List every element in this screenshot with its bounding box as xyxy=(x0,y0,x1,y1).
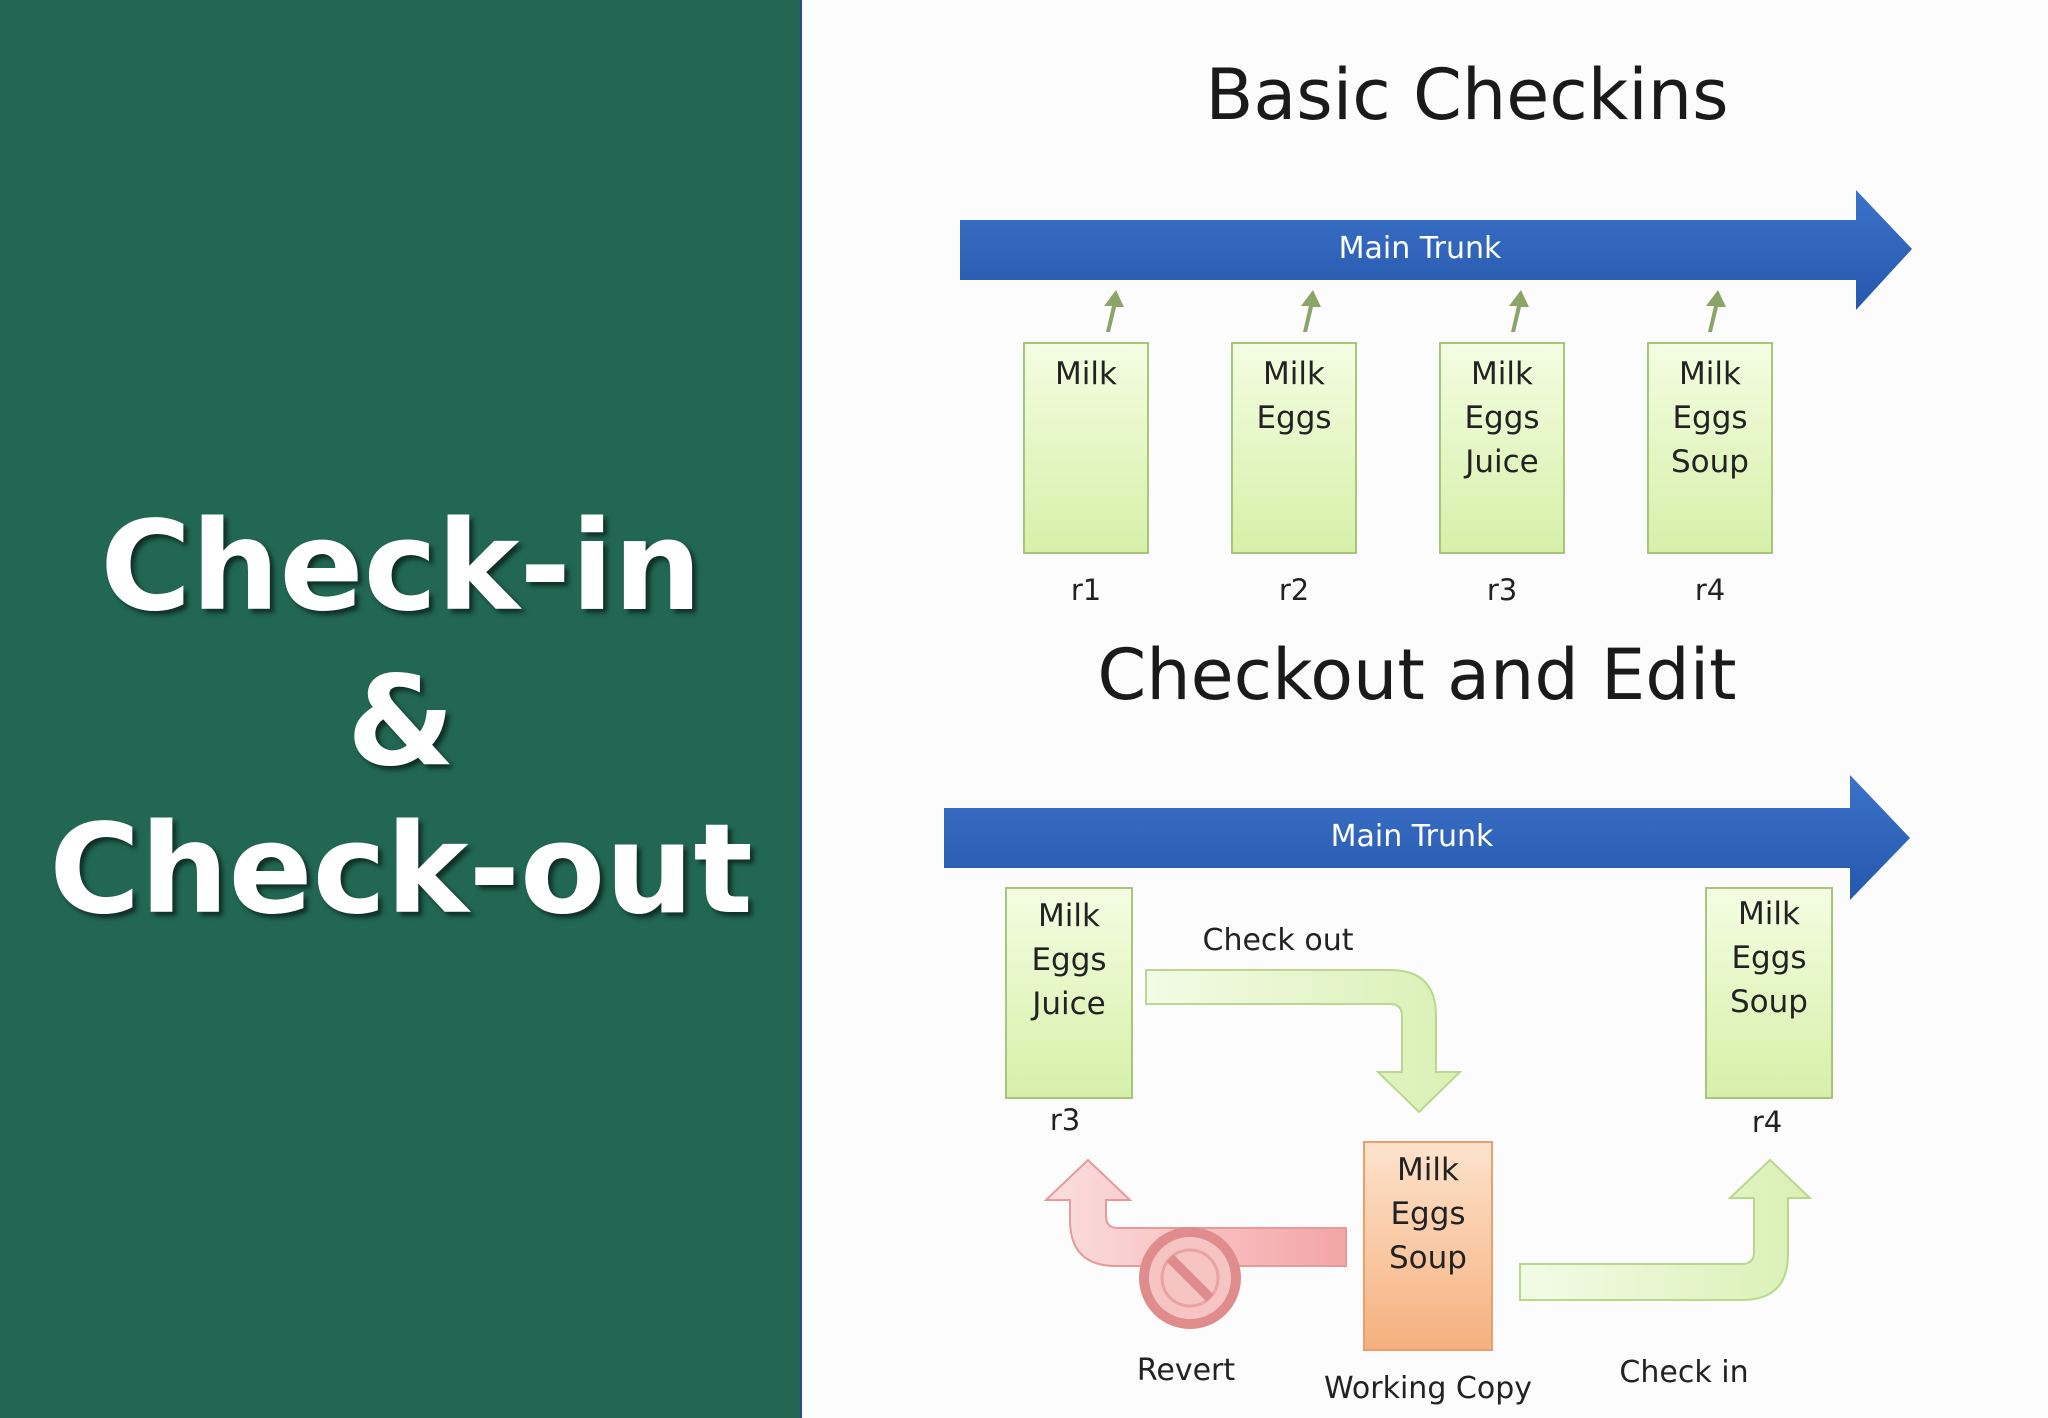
r3-item: Eggs xyxy=(1464,400,1539,436)
bottom-revision-box-r3: Milk Eggs Juice r3 xyxy=(1005,887,1133,1137)
prohibited-icon xyxy=(1139,1227,1241,1329)
r2-label: r2 xyxy=(1279,573,1309,607)
checkout-edit-heading: Checkout and Edit xyxy=(1097,634,1737,716)
right-rev-item: Eggs xyxy=(1731,940,1806,976)
top-trunk-label: Main Trunk xyxy=(1339,231,1502,266)
r4-item: Eggs xyxy=(1672,400,1747,436)
checkin-arrow-r4 xyxy=(1706,290,1726,332)
r3-item: Milk xyxy=(1471,356,1533,392)
working-copy-box: Milk Eggs Soup Working Copy xyxy=(1324,1141,1532,1406)
title-panel: Check-in & Check-out xyxy=(0,0,802,1418)
right-rev-label: r4 xyxy=(1752,1105,1782,1139)
checkin-arrow-r2 xyxy=(1301,290,1321,332)
checkin-label: Check in xyxy=(1619,1355,1748,1390)
working-copy-item: Eggs xyxy=(1390,1196,1465,1232)
basic-checkins-heading: Basic Checkins xyxy=(1205,54,1729,136)
revert-arrow: Revert xyxy=(1043,1158,1347,1388)
left-rev-item: Milk xyxy=(1038,898,1100,934)
bottom-trunk-label: Main Trunk xyxy=(1331,819,1494,854)
r3-label: r3 xyxy=(1487,573,1517,607)
working-copy-item: Milk xyxy=(1397,1152,1459,1188)
checkout-arrow: Check out xyxy=(1145,923,1463,1114)
revision-box-r4: Milk Eggs Soup r4 xyxy=(1647,342,1773,607)
revert-label: Revert xyxy=(1137,1353,1235,1388)
working-copy-label: Working Copy xyxy=(1324,1371,1532,1406)
left-rev-item: Juice xyxy=(1030,986,1106,1022)
left-rev-item: Eggs xyxy=(1031,942,1106,978)
title-line-ampersand: & xyxy=(346,650,456,794)
r3-item: Juice xyxy=(1463,444,1539,480)
r2-item: Milk xyxy=(1263,356,1325,392)
right-rev-item: Soup xyxy=(1730,984,1808,1020)
right-rev-item: Milk xyxy=(1738,896,1800,932)
r4-item: Milk xyxy=(1679,356,1741,392)
title-line-checkout: Check-out xyxy=(49,798,753,942)
left-rev-label: r3 xyxy=(1050,1103,1080,1137)
checkout-label: Check out xyxy=(1203,923,1354,958)
title-line-checkin: Check-in xyxy=(100,495,702,639)
r1-label: r1 xyxy=(1071,573,1101,607)
checkin-arrow: Check in xyxy=(1519,1158,1813,1390)
revision-box-r3: Milk Eggs Juice r3 xyxy=(1439,342,1565,607)
bottom-revision-box-r4: Milk Eggs Soup r4 xyxy=(1705,887,1833,1139)
working-copy-item: Soup xyxy=(1389,1240,1467,1276)
r4-item: Soup xyxy=(1671,444,1749,480)
r2-item: Eggs xyxy=(1256,400,1331,436)
top-main-trunk-arrow: Main Trunk xyxy=(960,190,1912,310)
checkin-arrow-r1 xyxy=(1104,290,1124,332)
checkin-arrow-r3 xyxy=(1509,290,1529,332)
bottom-main-trunk-arrow: Main Trunk xyxy=(944,775,1910,900)
revision-box-r2: Milk Eggs r2 xyxy=(1231,342,1357,607)
revision-box-r1: Milk r1 xyxy=(1023,342,1149,607)
r1-item: Milk xyxy=(1055,356,1117,392)
r4-label: r4 xyxy=(1695,573,1725,607)
